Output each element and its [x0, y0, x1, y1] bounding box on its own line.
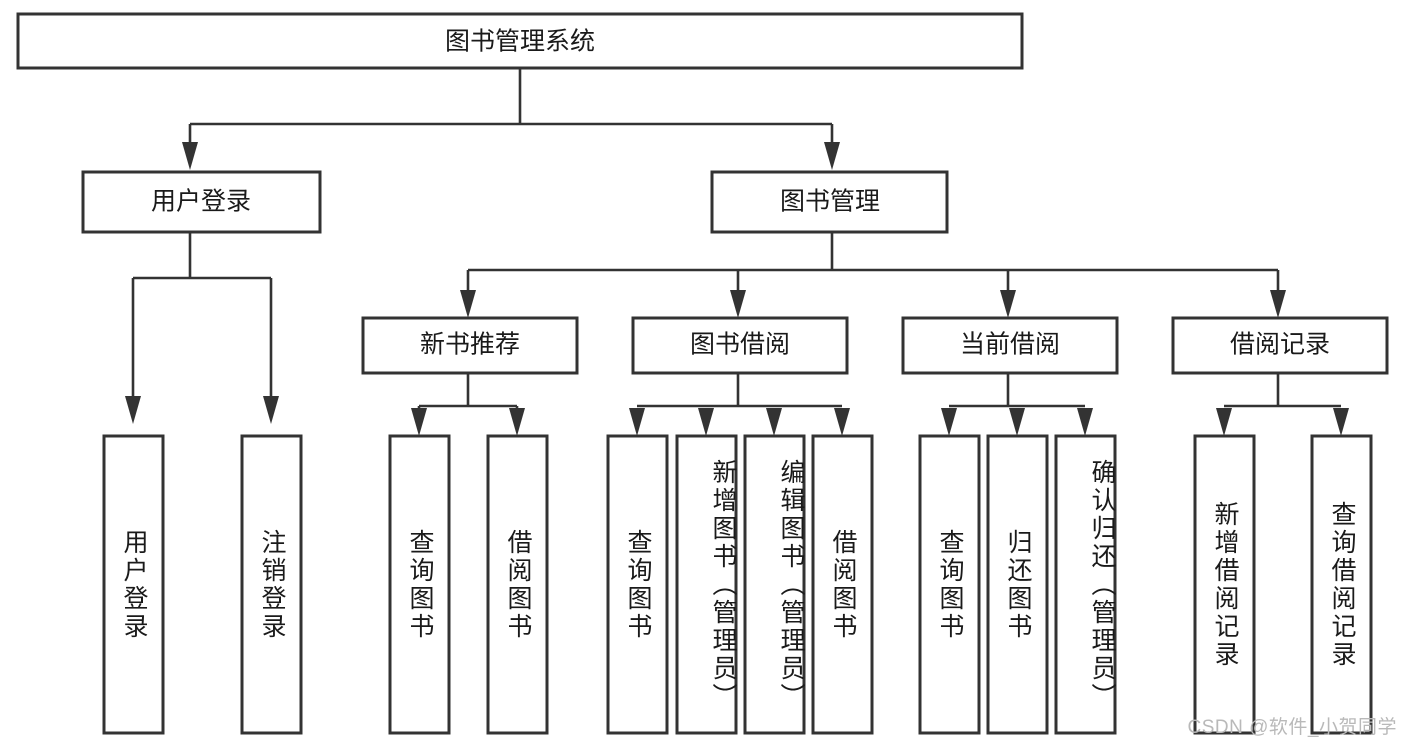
node-current-borrow[interactable]: 当前借阅	[901, 316, 1119, 375]
node-new-book-recommend[interactable]: 新书推荐	[361, 316, 579, 375]
connector-group-new-books-to-leaves	[411, 373, 525, 436]
arrow-borrow-leaf-3-icon	[766, 408, 782, 436]
arrow-new-books-leaf-2-icon	[509, 408, 525, 436]
node-book-management-box[interactable]	[710, 170, 949, 234]
node-user-login-box[interactable]	[81, 170, 322, 234]
arrow-book-mgmt-to-current-icon	[1000, 290, 1016, 318]
node-book-management-label: 图书管理	[780, 188, 880, 216]
leaf-box-return-books[interactable]	[986, 434, 1049, 735]
leaf-box-add-book-admin[interactable]	[675, 434, 738, 735]
node-root[interactable]: 图书管理系统	[16, 12, 1024, 70]
node-book-borrow-box[interactable]	[631, 316, 849, 375]
node-borrow-records-label: 借阅记录	[1230, 331, 1330, 359]
leaf-box-query-record[interactable]	[1310, 434, 1373, 735]
node-new-book-recommend-label: 新书推荐	[420, 331, 520, 359]
node-borrow-records-box[interactable]	[1171, 316, 1389, 375]
arrow-records-leaf-2-icon	[1333, 408, 1349, 436]
arrow-user-login-leaf-1-icon	[125, 396, 141, 424]
arrow-current-leaf-2-icon	[1009, 408, 1025, 436]
arrow-current-leaf-1-icon	[941, 408, 957, 436]
leaf-box-borrow-books[interactable]	[811, 434, 874, 735]
arrow-borrow-leaf-1-icon	[629, 408, 645, 436]
leaf-box-query-books-borrow[interactable]	[606, 434, 669, 735]
node-current-borrow-box[interactable]	[901, 316, 1119, 375]
node-root-label: 图书管理系统	[445, 28, 595, 56]
arrow-root-to-book-mgmt-icon	[824, 142, 840, 170]
arrow-new-books-leaf-1-icon	[411, 408, 427, 436]
arrow-borrow-leaf-4-icon	[834, 408, 850, 436]
connector-group-records-to-leaves	[1216, 373, 1349, 436]
leaf-box-add-record[interactable]	[1193, 434, 1256, 735]
node-current-borrow-label: 当前借阅	[960, 331, 1060, 359]
connector-group-current-to-leaves	[941, 373, 1093, 436]
leaf-box-user-login[interactable]	[102, 434, 165, 735]
connector-group-user-login-to-leaves	[125, 232, 279, 424]
arrow-book-mgmt-to-borrow-icon	[730, 290, 746, 318]
node-book-management[interactable]: 图书管理	[710, 170, 949, 234]
node-new-book-recommend-box[interactable]	[361, 316, 579, 375]
arrow-records-leaf-1-icon	[1216, 408, 1232, 436]
node-book-borrow-label: 图书借阅	[690, 331, 790, 359]
leaf-box-query-books-current[interactable]	[918, 434, 981, 735]
node-book-borrow[interactable]: 图书借阅	[631, 316, 849, 375]
node-user-login[interactable]: 用户登录	[81, 170, 322, 234]
leaf-box-confirm-return-admin[interactable]	[1054, 434, 1117, 735]
csdn-watermark: CSDN @软件_小贺同学	[1187, 717, 1397, 738]
arrow-borrow-leaf-2-icon	[698, 408, 714, 436]
connector-group-borrow-to-leaves	[629, 373, 850, 436]
connector-group-book-mgmt-to-level3	[460, 232, 1286, 318]
leaf-box-query-books-new[interactable]	[388, 434, 451, 735]
leaf-box-logout[interactable]	[240, 434, 303, 735]
node-borrow-records[interactable]: 借阅记录	[1171, 316, 1389, 375]
arrow-book-mgmt-to-records-icon	[1270, 290, 1286, 318]
arrow-book-mgmt-to-new-books-icon	[460, 290, 476, 318]
leaf-box-borrow-books-new[interactable]	[486, 434, 549, 735]
arrow-root-to-user-login-icon	[182, 142, 198, 170]
connector-group-root-to-level2	[182, 67, 840, 170]
node-user-login-label: 用户登录	[151, 188, 251, 216]
arrow-user-login-leaf-2-icon	[263, 396, 279, 424]
node-root-box[interactable]	[16, 12, 1024, 70]
leaf-box-edit-book-admin[interactable]	[743, 434, 806, 735]
arrow-current-leaf-3-icon	[1077, 408, 1093, 436]
